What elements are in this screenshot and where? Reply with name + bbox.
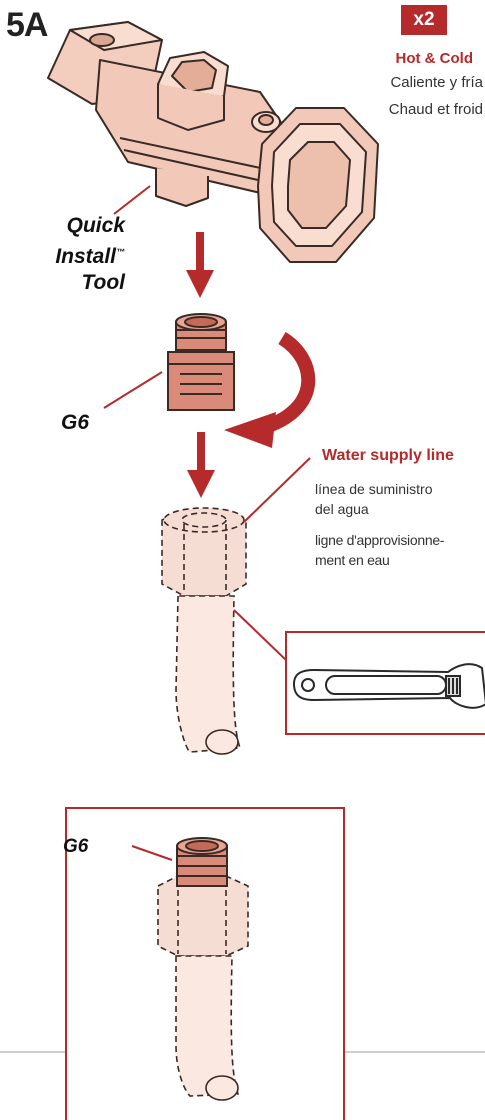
tool-label-line2: Install™: [20, 239, 125, 270]
step-number: 5A: [6, 6, 47, 45]
water-supply-line-fr: ligne d'approvisionne- ment en eau: [315, 530, 485, 570]
quick-install-tool-label: Quick Install™ Tool: [20, 213, 125, 296]
g6-label: G6: [61, 410, 89, 436]
g6-leader-line: [104, 372, 162, 408]
hot-cold-label: Hot & Cold: [353, 50, 473, 67]
quantity-badge: x2: [401, 5, 447, 35]
trademark-symbol: ™: [116, 247, 125, 257]
hot-cold-label-fr: Chaud et froid: [323, 101, 483, 118]
wrench-callout: [234, 610, 485, 734]
hot-cold-label-es: Caliente y fría: [323, 74, 483, 91]
tool-label-line1: Quick: [20, 213, 125, 239]
tool-leader-line: [114, 186, 150, 214]
tool-label-line3: Tool: [20, 270, 125, 296]
g6-fitting-illustration: [168, 314, 234, 410]
supply-line-leader-line: [244, 458, 310, 522]
rotate-arrow-icon: [224, 338, 308, 448]
g6-inset-label: G6: [63, 834, 88, 860]
water-supply-line-title: Water supply line: [322, 447, 454, 465]
down-arrow-icon: [186, 232, 214, 298]
water-supply-line-es: línea de suministro del agua: [315, 479, 485, 519]
down-arrow-icon: [187, 432, 215, 498]
water-supply-line-illustration: [162, 508, 246, 754]
